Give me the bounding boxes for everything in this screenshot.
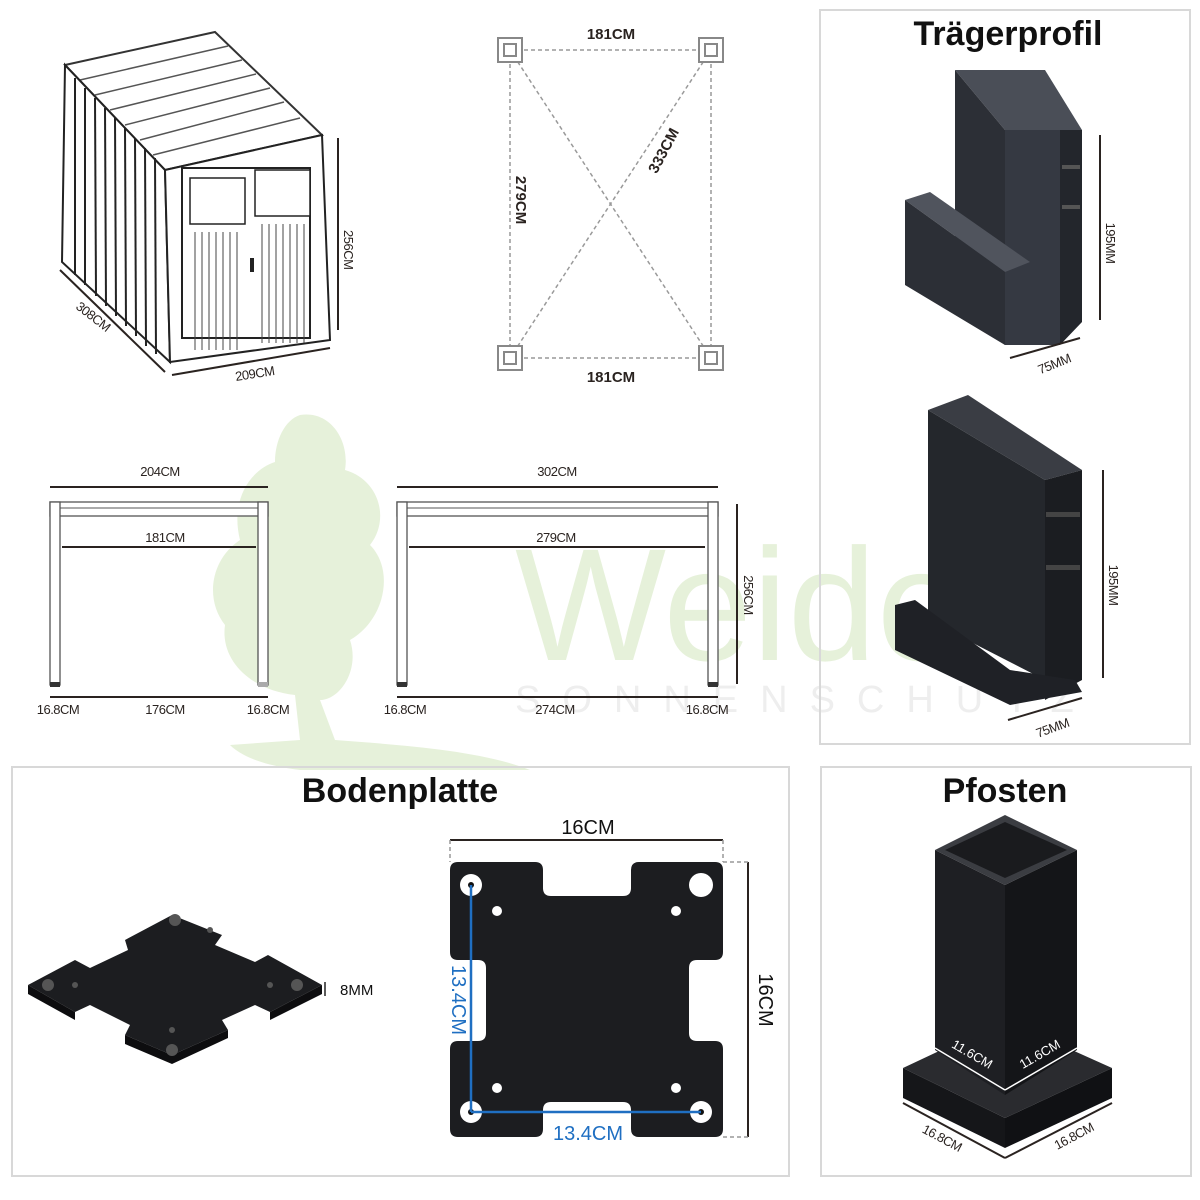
plan-diagonal-label: 333CM	[645, 126, 683, 177]
base-right-label: 16.8CM	[1052, 1119, 1097, 1152]
plan-side-label: 279CM	[512, 176, 529, 224]
shed-height-label: 256CM	[341, 230, 356, 269]
bodenplatte-title: Bodenplatte	[302, 772, 498, 810]
plate-hole-spacing-v-label: 13.4CM	[447, 965, 469, 1035]
base-left-label: 16.8CM	[920, 1121, 965, 1154]
door-handle-icon	[250, 258, 254, 272]
front-elevation: 204CM 181CM 16.8CM 176CM 16.8CM	[37, 464, 290, 717]
profile-1: 195MM 75MM	[905, 70, 1118, 377]
profile2-height-label: 195MM	[1106, 565, 1121, 606]
watermark: Weide SONNENSCHUTZ	[213, 414, 1074, 770]
traegerprofil-title: Trägerprofil	[914, 15, 1103, 53]
profile1-height-label: 195MM	[1103, 223, 1118, 264]
traegerprofil-panel: Trägerprofil 195MM 75MM 195MM 75MM	[819, 9, 1191, 745]
side-post-left-label: 16.8CM	[384, 702, 427, 717]
profile1-width-label: 75MM	[1036, 350, 1073, 377]
side-outer-label: 302CM	[537, 464, 576, 479]
front-between-label: 176CM	[145, 702, 184, 717]
side-height-label: 256CM	[741, 575, 756, 614]
plan-view: 181CM 181CM 279CM 333CM	[497, 26, 724, 386]
front-post-left-label: 16.8CM	[37, 702, 80, 717]
side-inner-label: 279CM	[536, 530, 575, 545]
plate-height-label: 16CM	[754, 973, 776, 1026]
pfosten-title: Pfosten	[943, 772, 1068, 810]
side-between-label: 274CM	[535, 702, 574, 717]
watermark-brand: Weide	[515, 515, 966, 694]
side-elevation: 302CM 279CM 256CM 16.8CM 274CM 16.8CM	[384, 464, 756, 717]
plate-top-view: 13.4CM 13.4CM 16CM 16CM	[447, 817, 776, 1145]
pfosten-panel: Pfosten 11.6CM 11.6CM 16.8CM 16.8CM	[820, 766, 1192, 1177]
plan-bottom-label: 181CM	[587, 369, 635, 386]
front-post-right-label: 16.8CM	[247, 702, 290, 717]
front-outer-label: 204CM	[140, 464, 179, 479]
front-inner-label: 181CM	[145, 530, 184, 545]
plate-isometric: 8MM	[28, 914, 373, 1064]
bodenplatte-panel: Bodenplatte 8MM 13.4CM 13.4CM 16CM 16CM	[11, 766, 790, 1177]
shed-isometric: 256CM 308CM 209CM	[59, 30, 356, 384]
side-post-right-label: 16.8CM	[686, 702, 729, 717]
plate-width-label: 16CM	[561, 817, 614, 839]
plate-thickness-label: 8MM	[340, 982, 373, 999]
plate-hole-spacing-h-label: 13.4CM	[553, 1123, 623, 1145]
tree-watermark-icon	[213, 414, 530, 770]
plan-top-label: 181CM	[587, 26, 635, 43]
shed-width-label: 209CM	[234, 363, 275, 384]
